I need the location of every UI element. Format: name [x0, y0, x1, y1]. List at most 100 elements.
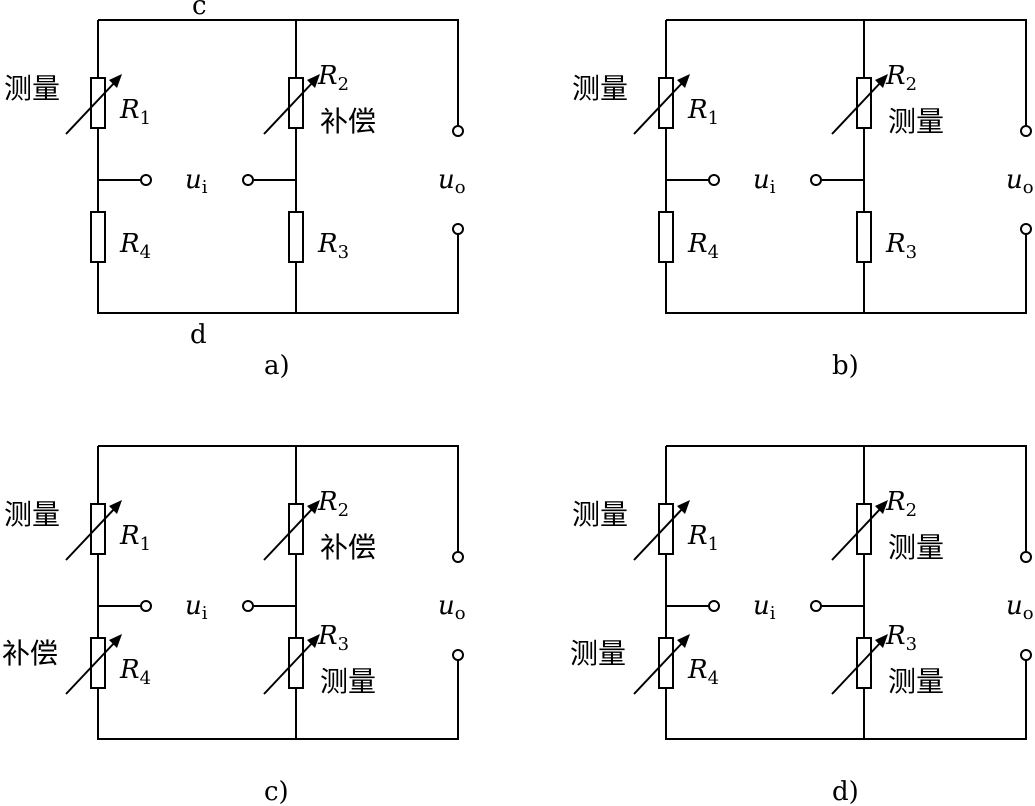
role-label-r2: 测量 — [888, 531, 944, 564]
resistor-symbol-r4: R4 — [119, 655, 151, 689]
resistor-body — [658, 211, 674, 263]
resistor-symbol-r3: R3 — [317, 229, 349, 263]
circuit-wires — [665, 445, 1027, 740]
input-voltage-label: ui — [185, 165, 208, 198]
variable-arrow-line — [65, 80, 117, 135]
panel-caption: d) — [832, 777, 859, 806]
variable-arrow-line — [263, 640, 315, 695]
role-label-r3: 测量 — [888, 665, 944, 698]
output-voltage-label: uo — [1006, 165, 1034, 198]
resistor-r3: R3 测量 — [831, 621, 944, 698]
variable-arrow-line — [831, 506, 883, 561]
resistor-symbol-r4: R4 — [687, 655, 719, 689]
variable-arrow-line — [263, 506, 315, 561]
variable-arrow-line — [65, 640, 117, 695]
role-label-r1: 测量 — [572, 498, 628, 531]
input-terminal-right — [242, 600, 254, 612]
panel-caption: b) — [832, 351, 859, 381]
role-label-r1: 测量 — [572, 72, 628, 105]
resistor-r4: R4 — [658, 211, 719, 263]
panel-caption: c) — [264, 777, 289, 806]
resistor-body — [856, 637, 872, 689]
resistor-symbol-r1: R1 — [119, 521, 151, 555]
arrow-head-icon — [875, 634, 888, 648]
input-terminal-left — [708, 600, 720, 612]
variable-arrow-line — [65, 506, 117, 561]
input-terminal-left — [140, 174, 152, 186]
output-terminal-bottom — [452, 223, 464, 235]
role-label-r3: 测量 — [320, 665, 376, 698]
role-label-r4: 补偿 — [2, 637, 58, 670]
arrow-head-icon — [677, 634, 690, 648]
input-terminal-right — [810, 600, 822, 612]
resistor-symbol-r3: R3 — [317, 621, 349, 655]
resistor-symbol-r1: R1 — [687, 521, 719, 555]
resistor-body — [288, 503, 304, 555]
role-label-r1: 测量 — [4, 72, 60, 105]
node-label-bottom: d — [190, 320, 207, 350]
output-terminal-top — [452, 551, 464, 563]
resistor-body — [856, 211, 872, 263]
resistor-body — [856, 77, 872, 129]
input-terminal-left — [140, 600, 152, 612]
resistor-r1: R1 测量 — [572, 498, 719, 561]
resistor-symbol-r3: R3 — [885, 229, 917, 263]
variable-arrow-line — [633, 640, 685, 695]
arrow-head-icon — [307, 500, 320, 514]
resistor-body — [658, 77, 674, 129]
input-voltage-label: ui — [753, 591, 776, 624]
circuit-wires — [97, 19, 459, 314]
output-terminal-bottom — [1020, 223, 1032, 235]
resistor-r3: R3 测量 — [263, 621, 376, 698]
resistor-body — [658, 503, 674, 555]
role-label-r1: 测量 — [4, 498, 60, 531]
node-label-top: c — [192, 0, 207, 21]
circuit-wires — [665, 19, 1027, 314]
variable-arrow-line — [831, 640, 883, 695]
arrow-head-icon — [109, 634, 122, 648]
resistor-body — [288, 211, 304, 263]
resistor-r4: R4 — [90, 211, 151, 263]
input-terminal-right — [810, 174, 822, 186]
variable-arrow-line — [633, 506, 685, 561]
output-terminal-bottom — [1020, 649, 1032, 661]
resistor-body — [288, 77, 304, 129]
resistor-r3: R3 — [288, 211, 349, 263]
resistor-symbol-r3: R3 — [885, 621, 917, 655]
arrow-head-icon — [677, 74, 690, 88]
variable-arrow-line — [831, 80, 883, 135]
input-terminal-left — [708, 174, 720, 186]
resistor-symbol-r1: R1 — [119, 95, 151, 129]
circuit-wires — [97, 445, 459, 740]
arrow-head-icon — [875, 74, 888, 88]
arrow-head-icon — [109, 500, 122, 514]
input-voltage-label: ui — [185, 591, 208, 624]
role-label-r2: 测量 — [888, 105, 944, 138]
role-label-r2: 补偿 — [320, 105, 376, 138]
resistor-r3: R3 — [856, 211, 917, 263]
panel-caption: a) — [264, 351, 290, 381]
resistor-body — [90, 637, 106, 689]
output-voltage-label: uo — [438, 591, 466, 624]
output-terminal-top — [452, 125, 464, 137]
arrow-head-icon — [109, 74, 122, 88]
resistor-symbol-r4: R4 — [119, 229, 151, 263]
arrow-head-icon — [677, 500, 690, 514]
variable-arrow-line — [633, 80, 685, 135]
arrow-head-icon — [875, 500, 888, 514]
input-voltage-label: ui — [753, 165, 776, 198]
variable-arrow-line — [263, 80, 315, 135]
resistor-body — [658, 637, 674, 689]
resistor-body — [90, 77, 106, 129]
resistor-symbol-r2: R2 — [317, 487, 349, 521]
